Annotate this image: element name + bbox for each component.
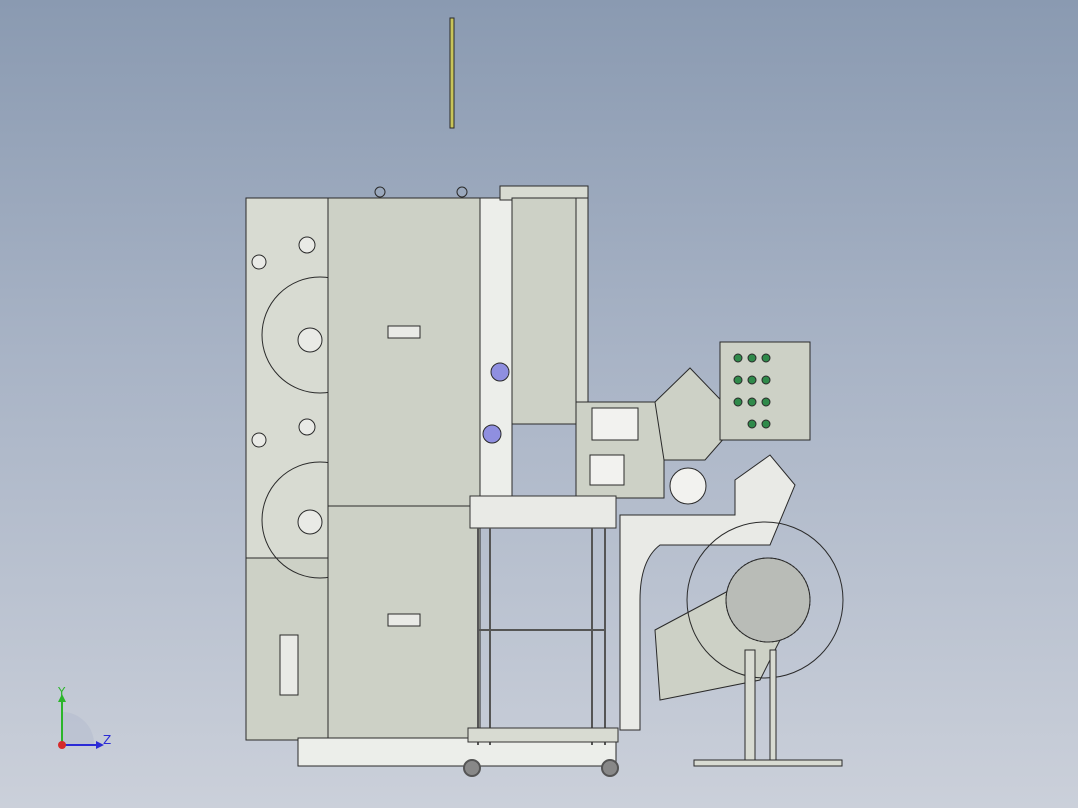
upper-door[interactable] [327,197,481,507]
axis-triad: Y Z [57,685,111,749]
lower-door-handle[interactable] [387,613,421,627]
z-axis-label: Z [103,733,111,747]
x-axis-dot [58,741,66,749]
upper-hub [297,327,323,353]
lower-hub [297,509,323,535]
air-duct [619,454,796,731]
blue-roller-1 [490,362,510,382]
y-axis-label: Y [57,685,66,699]
right-tall-panel [511,197,577,425]
machine-base [297,737,617,767]
overhead-marker [449,17,455,129]
center-column [479,197,513,499]
filter-regulator [279,634,299,696]
fan-base [693,759,843,767]
rotary-valve [669,467,707,505]
blue-roller-2 [482,424,502,444]
trolley-cart[interactable] [463,495,619,777]
upper-door-handle[interactable] [387,325,421,339]
